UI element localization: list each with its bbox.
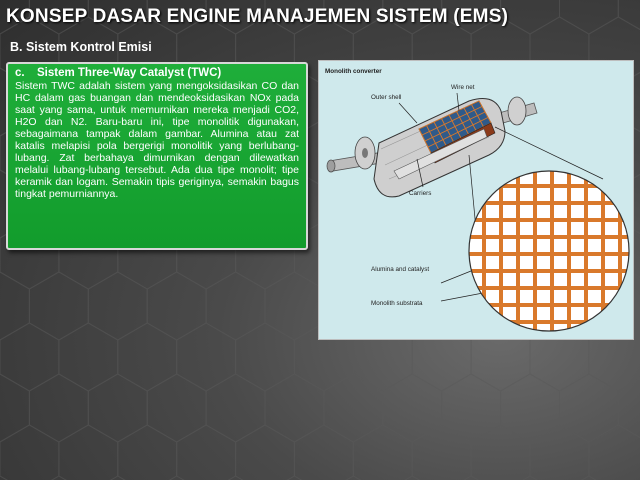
- label-monolith-substrata: Monolith substrata: [371, 300, 423, 307]
- label-alumina-catalyst: Alumina and catalyst: [371, 266, 429, 273]
- panel-heading: c. Sistem Three-Way Catalyst (TWC): [15, 67, 299, 80]
- converter-body: [373, 98, 506, 198]
- flanges: [354, 96, 527, 170]
- cutaway-catalyst-grid: [418, 100, 492, 154]
- label-wire-net: Wire net: [451, 84, 475, 91]
- slide-title: KONSEP DASAR ENGINE MANAJEMEN SISTEM (EM…: [6, 6, 509, 27]
- label-outer-shell: Outer shell: [371, 94, 401, 101]
- twc-text-panel: c. Sistem Three-Way Catalyst (TWC) Sistem…: [6, 62, 308, 250]
- monolith-converter-figure: Monolith converter: [318, 60, 634, 340]
- slide-subtitle: B. Sistem Kontrol Emisi: [10, 40, 152, 54]
- converter-illustration: Monolith converter: [319, 61, 633, 339]
- magnified-monolith-grid: [468, 170, 630, 332]
- panel-heading-text: Sistem Three-Way Catalyst (TWC): [37, 67, 222, 79]
- leader-lines: [398, 92, 604, 302]
- figure-title: Monolith converter: [325, 68, 382, 75]
- panel-heading-letter: c.: [15, 67, 25, 79]
- label-carriers: Carriers: [409, 190, 431, 197]
- panel-body-text: Sistem TWC adalah sistem yang mengoksida…: [15, 80, 299, 200]
